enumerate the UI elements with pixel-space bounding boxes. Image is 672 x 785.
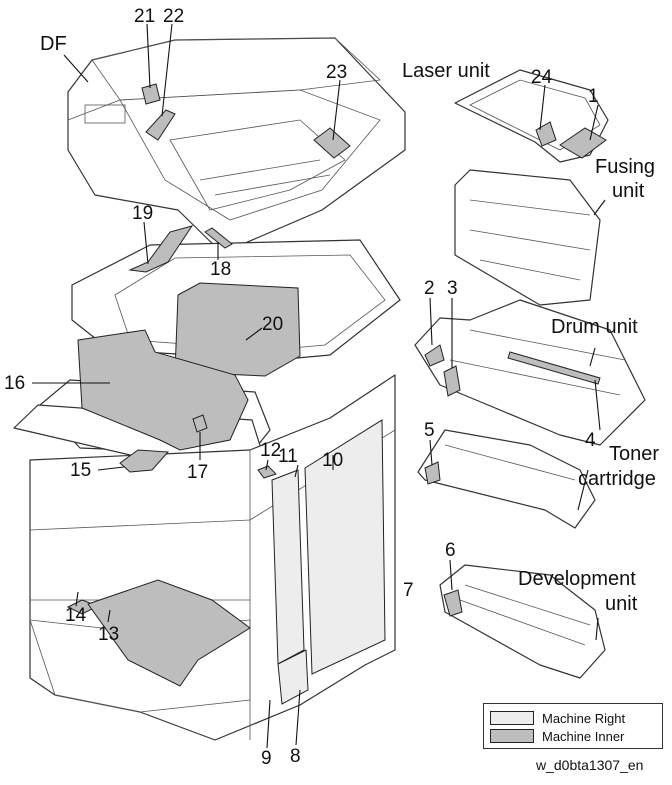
label-toner-line1: Toner (609, 443, 659, 465)
legend-row-machine-inner: Machine Inner (490, 728, 656, 744)
callout-18: 18 (210, 259, 231, 280)
part-4-shape (507, 351, 601, 385)
drum-unit (414, 299, 646, 446)
development-unit (439, 564, 606, 679)
part-16-shape (77, 329, 249, 451)
legend: Machine Right Machine Inner (483, 703, 663, 749)
swatch-machine-right (490, 711, 534, 725)
label-laser-unit: Laser unit (402, 60, 490, 82)
part-22-shape (145, 109, 176, 141)
part-5-shape (424, 461, 441, 485)
part-23-shape (313, 127, 351, 159)
part-21-shape (141, 83, 161, 105)
callout-13: 13 (98, 624, 119, 645)
callout-10: 10 (322, 450, 343, 471)
label-fusing-unit-line2: unit (612, 180, 645, 202)
part-6-shape (443, 589, 463, 617)
callout-5: 5 (424, 420, 435, 441)
label-development-line2: unit (605, 593, 638, 615)
scanner-unit (71, 225, 401, 377)
swatch-machine-inner (490, 729, 534, 743)
label-drum-unit: Drum unit (551, 316, 638, 338)
callout-11: 11 (278, 446, 298, 467)
part-24-shape (535, 121, 557, 147)
callout-22: 22 (163, 6, 184, 27)
label-development-line1: Development (518, 568, 636, 590)
callout-19: 19 (132, 203, 153, 224)
callout-12: 12 (260, 440, 281, 461)
labels: DF Laser unit Fusing unit Drum unit Tone… (4, 6, 659, 769)
callout-17: 17 (187, 462, 208, 483)
fusing-unit (454, 169, 601, 306)
laser-unit (454, 69, 609, 163)
legend-row-machine-right: Machine Right (490, 710, 656, 726)
callout-7: 7 (403, 580, 414, 601)
callout-1: 1 (588, 86, 599, 107)
callout-4: 4 (585, 430, 596, 451)
part-17-shape (192, 414, 208, 433)
callout-21: 21 (134, 6, 155, 27)
main-body (13, 329, 396, 741)
label-toner-line2: cartridge (578, 468, 656, 490)
callout-9: 9 (261, 748, 272, 769)
part-13-shape (87, 579, 251, 687)
label-fusing-unit-line1: Fusing (595, 156, 655, 178)
legend-label-machine-inner: Machine Inner (542, 728, 625, 744)
part-11-shape (271, 469, 305, 665)
figure-caption: w_d0bta1307_en (536, 757, 644, 773)
callout-15: 15 (70, 460, 91, 481)
leader-lines (32, 23, 606, 749)
toner-cartridge (417, 429, 596, 529)
legend-label-machine-right: Machine Right (542, 710, 626, 726)
part-1-shape (559, 127, 607, 159)
part-10-shape (304, 419, 386, 675)
callout-14: 14 (65, 605, 87, 626)
part-2-shape (424, 344, 445, 367)
callout-23: 23 (326, 62, 347, 83)
callout-3: 3 (447, 278, 458, 299)
part-12-shape (257, 465, 277, 479)
label-df: DF (40, 33, 67, 55)
callout-6: 6 (445, 540, 456, 561)
callout-20: 20 (262, 314, 283, 335)
callout-24: 24 (531, 67, 553, 88)
callout-2: 2 (424, 278, 435, 299)
callout-16: 16 (4, 373, 25, 394)
document-feeder (67, 37, 406, 254)
callout-8: 8 (290, 746, 301, 767)
part-15-shape (119, 449, 170, 473)
